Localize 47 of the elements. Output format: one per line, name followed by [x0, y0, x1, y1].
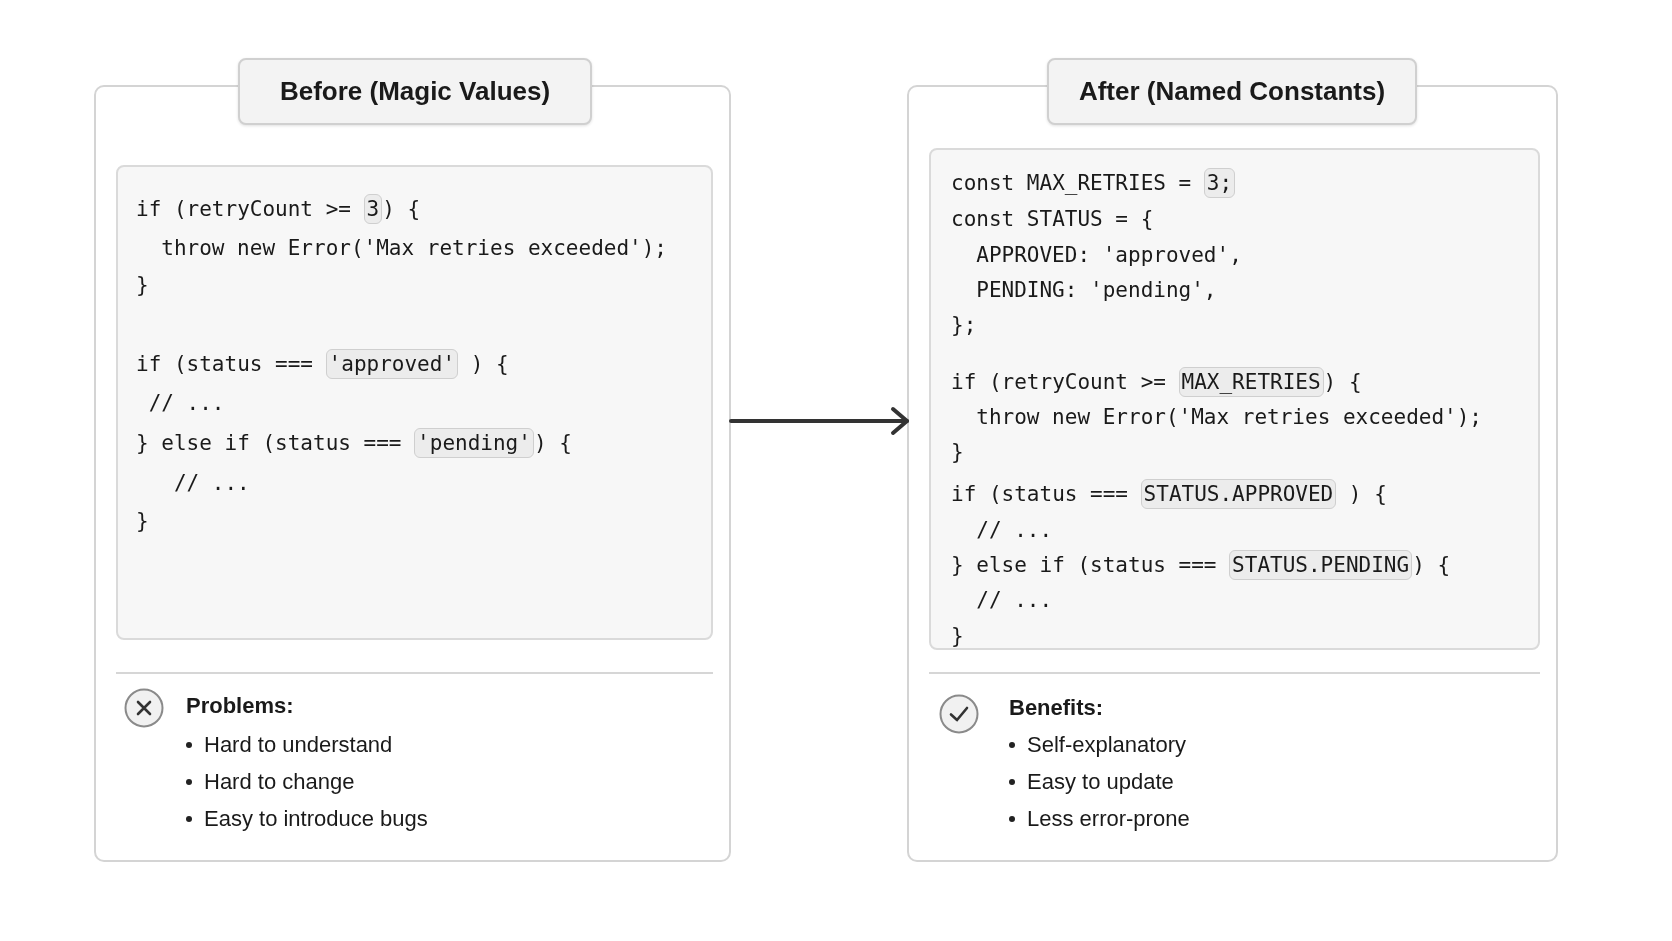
code-highlight: 'pending' [414, 428, 534, 458]
code-text: // ... [976, 588, 1053, 612]
code-text: ) { [470, 352, 509, 376]
code-text: if (status === [951, 482, 1128, 506]
code-text: }; [951, 313, 977, 337]
code-highlight: 'approved' [325, 349, 459, 379]
code-text: // ... [173, 471, 250, 495]
list-item: Hard to change [204, 769, 355, 795]
code-text: // ... [148, 391, 225, 415]
arrow [729, 407, 909, 435]
code-block [929, 148, 1540, 650]
list-item: Easy to introduce bugs [204, 806, 428, 832]
code-text: throw new Error('Max retries exceeded'); [161, 236, 667, 260]
code-text: } [136, 509, 149, 533]
code-text: if (retryCount >= [136, 197, 351, 221]
code-text: const STATUS = { [951, 207, 1154, 231]
code-text: } [136, 273, 149, 297]
panel-heading: After (Named Constants) [1047, 58, 1417, 125]
list-item: Self-explanatory [1027, 732, 1186, 758]
code-text: } else if (status === [951, 553, 1217, 577]
code-text: ) { [1412, 553, 1451, 577]
section-heading: Problems: [186, 693, 294, 719]
code-text: ) { [1323, 370, 1362, 394]
code-text: ) { [382, 197, 421, 221]
code-text: if (status === [136, 352, 313, 376]
list-item: Less error-prone [1027, 806, 1190, 832]
code-text: } else if (status === [136, 431, 402, 455]
panel-heading: Before (Magic Values) [238, 58, 592, 125]
code-highlight: 3; [1203, 168, 1236, 198]
code-text: APPROVED: 'approved', [976, 243, 1242, 267]
list-item: Easy to update [1027, 769, 1174, 795]
code-text: ) { [533, 431, 572, 455]
code-text: // ... [976, 518, 1053, 542]
code-text: const MAX_RETRIES = [951, 171, 1192, 195]
code-text: if (retryCount >= [951, 370, 1166, 394]
code-text: } [951, 624, 964, 648]
list-item: Hard to understand [204, 732, 393, 758]
section-heading: Benefits: [1009, 695, 1104, 721]
code-highlight: STATUS.PENDING [1229, 550, 1413, 580]
code-text: ) { [1348, 482, 1387, 506]
code-text: PENDING: 'pending', [976, 278, 1217, 302]
code-highlight: 3 [363, 194, 383, 224]
code-text: throw new Error('Max retries exceeded'); [976, 405, 1482, 429]
code-text: } [951, 440, 964, 464]
code-highlight: STATUS.APPROVED [1140, 479, 1337, 509]
code-highlight: MAX_RETRIES [1178, 367, 1324, 397]
code-block [116, 165, 713, 640]
